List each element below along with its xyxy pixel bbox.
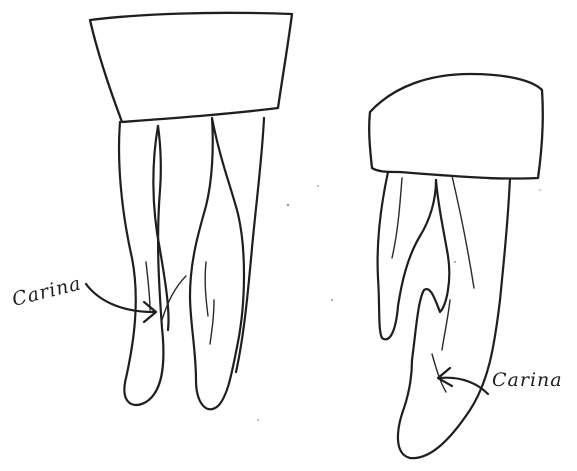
left-carina-arrow bbox=[86, 284, 154, 312]
right-tooth-crown bbox=[369, 74, 543, 179]
right-tooth bbox=[369, 74, 543, 458]
left-tooth bbox=[90, 13, 292, 409]
left-tooth-crown bbox=[90, 13, 292, 122]
left-carina-label: Carina bbox=[10, 272, 84, 310]
right-carina-label: Carina bbox=[492, 369, 563, 391]
right-label-group: Carina bbox=[438, 368, 563, 394]
right-tooth-roots bbox=[378, 172, 510, 458]
left-tooth-roots bbox=[119, 118, 264, 409]
